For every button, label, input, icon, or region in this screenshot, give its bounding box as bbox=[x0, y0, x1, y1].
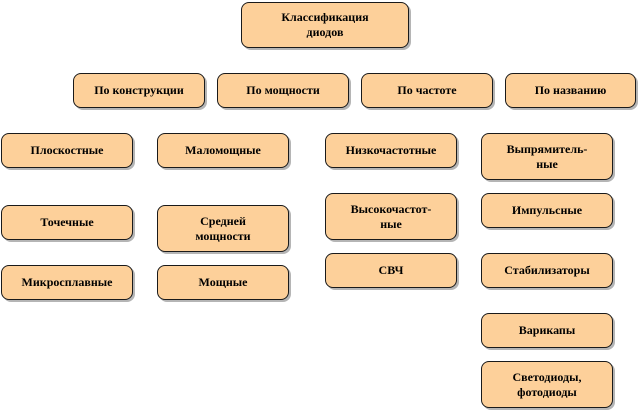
category-name: По названию bbox=[505, 73, 636, 108]
item-microwave: СВЧ bbox=[325, 253, 457, 288]
item-rectifier: Выпрямитель- ные bbox=[481, 133, 613, 180]
item-planar: Плоскостные bbox=[1, 133, 133, 168]
item-microalloy: Микросплавные bbox=[1, 265, 133, 300]
category-frequency: По частоте bbox=[361, 73, 493, 108]
item-high-frequency: Высокочастот- ные bbox=[325, 193, 457, 240]
item-pulse: Импульсные bbox=[481, 193, 613, 228]
item-stabilizer: Стабилизаторы bbox=[481, 253, 613, 288]
diagram-title: Классификация диодов bbox=[241, 2, 409, 48]
item-high-power: Мощные bbox=[157, 265, 289, 300]
item-low-power: Маломощные bbox=[157, 133, 289, 168]
item-point: Точечные bbox=[1, 205, 133, 240]
item-medium-power: Средней мощности bbox=[157, 205, 289, 252]
item-varicap: Варикапы bbox=[481, 313, 613, 348]
item-low-frequency: Низкочастотные bbox=[325, 133, 457, 168]
category-construction: По конструкции bbox=[73, 73, 205, 108]
category-power: По мощности bbox=[217, 73, 349, 108]
item-led-photodiode: Светодиоды, фотодиоды bbox=[481, 361, 613, 408]
